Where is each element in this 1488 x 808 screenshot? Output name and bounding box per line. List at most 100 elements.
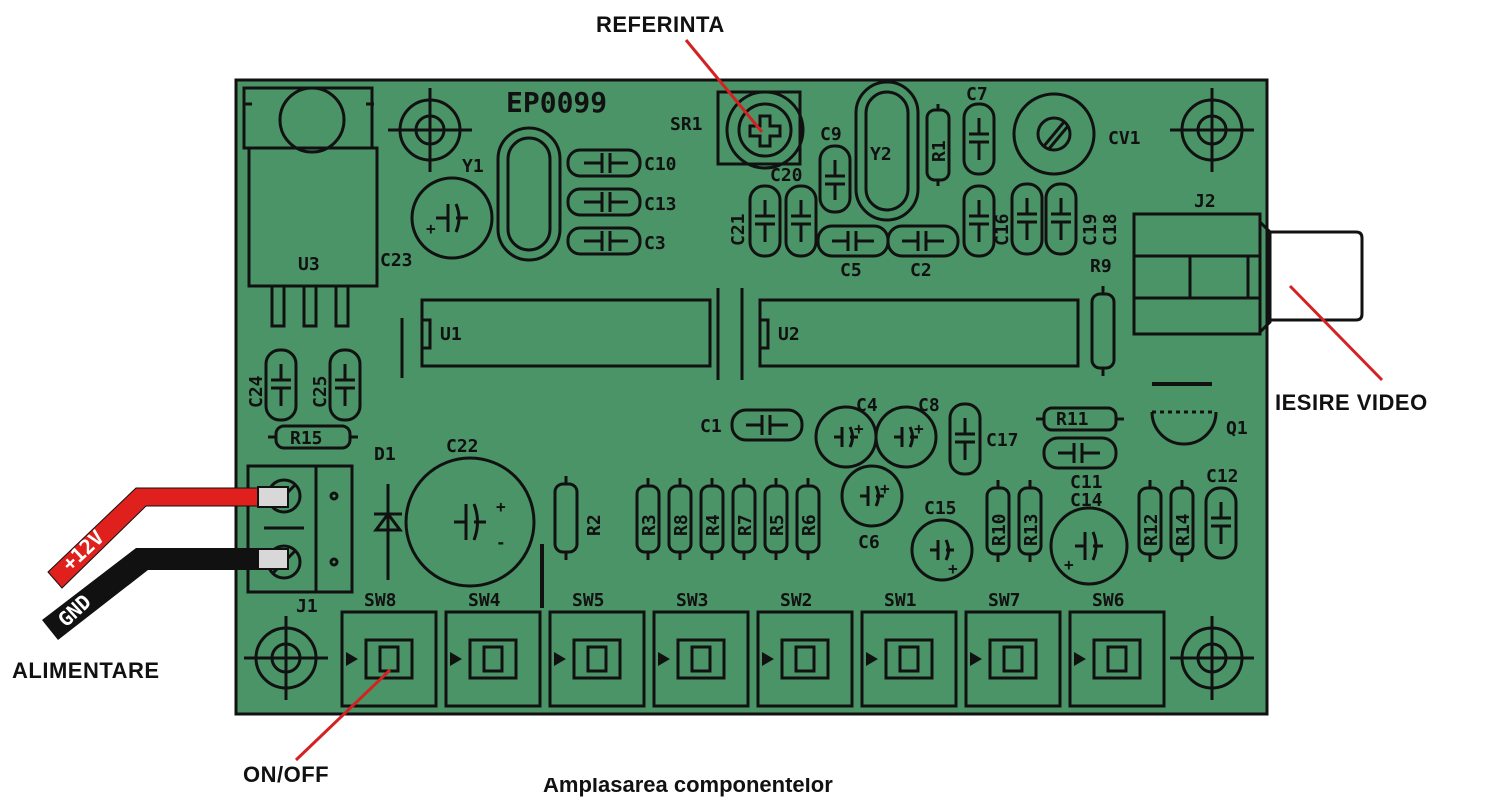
- label-c22: C22: [446, 436, 479, 457]
- mount-hole-bottom-right: [1170, 616, 1254, 700]
- resistor-row-r3-r6: [635, 478, 821, 560]
- label-c4: C4: [856, 395, 878, 416]
- label-r3: R3: [639, 514, 660, 536]
- label-c19: C19: [1080, 213, 1101, 246]
- alimentare-callout: ALIMENTARE: [12, 658, 160, 683]
- svg-text:+: +: [496, 497, 506, 516]
- r12-resistor: [1137, 480, 1163, 562]
- svg-text:+: +: [1064, 555, 1074, 574]
- label-r9: R9: [1090, 256, 1112, 277]
- label-r1: R1: [929, 140, 950, 162]
- c16-capacitor: [962, 184, 996, 258]
- label-r2: R2: [584, 514, 605, 536]
- label-y2: Y2: [870, 144, 892, 165]
- label-cv1: CV1: [1108, 128, 1141, 149]
- label-c6: C6: [858, 532, 880, 553]
- mount-hole-top-right: [1170, 88, 1254, 172]
- svg-text:-: -: [496, 533, 506, 552]
- on-off-pointer: [294, 668, 392, 762]
- c15-capacitor: [910, 518, 974, 582]
- label-c9: C9: [820, 124, 842, 145]
- label-c23: C23: [380, 250, 413, 271]
- label-c3: C3: [644, 233, 666, 254]
- c14-capacitor: [1049, 506, 1129, 586]
- label-c20: C20: [770, 165, 803, 186]
- label-c2: C2: [910, 260, 932, 281]
- c18-capacitor: [1044, 182, 1078, 256]
- label-r15: R15: [290, 428, 323, 449]
- label-y1: Y1: [462, 156, 484, 177]
- label-r14: R14: [1173, 513, 1194, 546]
- label-q1: Q1: [1226, 418, 1248, 439]
- label-r12: R12: [1141, 513, 1162, 546]
- on-off-callout: ON/OFF: [243, 762, 330, 787]
- label-sr1: SR1: [670, 114, 703, 135]
- y2-crystal: [854, 80, 920, 222]
- label-sw2: SW2: [780, 590, 813, 611]
- label-sw3: SW3: [676, 590, 709, 611]
- iesire-video-callout: IESIRE VIDEO: [1275, 390, 1428, 415]
- switch-row: [340, 610, 1166, 708]
- label-c11: C11: [1070, 472, 1103, 493]
- figure-caption-text: Amplasarea componentelor: [543, 778, 833, 797]
- u1-ic: [400, 298, 712, 378]
- sr1-trimmer: [716, 90, 805, 170]
- label-sw7: SW7: [988, 590, 1021, 611]
- c19-capacitor: [1010, 182, 1044, 256]
- label-r10: R10: [989, 513, 1010, 546]
- label-c15: C15: [924, 498, 957, 519]
- c11-capacitor: [1042, 436, 1118, 470]
- label-c24: C24: [246, 375, 267, 408]
- r11-resistor: [1036, 406, 1124, 432]
- label-c18: C18: [1100, 213, 1121, 246]
- c7-capacitor: [962, 102, 996, 176]
- figure-caption: Amplasarea componentelor: [543, 778, 963, 803]
- label-r13: R13: [1021, 513, 1042, 546]
- label-c10: C10: [644, 154, 677, 175]
- c2-capacitor: [886, 224, 960, 258]
- c21-capacitor: [748, 184, 782, 258]
- label-d1: D1: [374, 444, 396, 465]
- referinta-pointer: [684, 39, 764, 133]
- label-c21: C21: [728, 213, 749, 246]
- iesire-video-pointer: [1288, 284, 1384, 382]
- c9-capacitor: [818, 144, 852, 214]
- label-r11: R11: [1056, 409, 1089, 430]
- c25-capacitor: [328, 348, 362, 422]
- c10-capacitor: [566, 148, 642, 178]
- label-c1: C1: [700, 416, 722, 437]
- r1-resistor: [925, 104, 951, 186]
- label-c13: C13: [644, 194, 677, 215]
- r9-resistor: [1090, 286, 1116, 376]
- q1-transistor: [1150, 382, 1218, 446]
- mount-hole-bottom-left: [244, 616, 328, 700]
- svg-text:+: +: [880, 479, 890, 498]
- c1-capacitor: [730, 408, 804, 442]
- label-sw1: SW1: [884, 590, 917, 611]
- label-c8: C8: [918, 395, 940, 416]
- c23-capacitor: [410, 176, 494, 260]
- board-name: EP0099: [506, 86, 607, 119]
- label-sw8: SW8: [364, 590, 397, 611]
- pcb-board: [234, 78, 1269, 716]
- label-sw6: SW6: [1092, 590, 1125, 611]
- c22-capacitor: [404, 456, 544, 608]
- label-r7: R7: [735, 514, 756, 536]
- label-c7: C7: [966, 84, 988, 105]
- c12-capacitor: [1204, 486, 1238, 560]
- label-u3: U3: [298, 254, 320, 275]
- c13-capacitor: [566, 187, 642, 217]
- j2-rca-connector: [1132, 212, 1364, 336]
- label-j2: J2: [1194, 191, 1216, 212]
- c8-capacitor: [874, 405, 938, 469]
- label-c12: C12: [1206, 466, 1239, 487]
- power-wires: [42, 486, 289, 640]
- c3-capacitor: [566, 226, 642, 256]
- c20-capacitor: [784, 184, 818, 258]
- label-u2: U2: [778, 324, 800, 345]
- svg-text:+: +: [948, 559, 958, 578]
- c24-capacitor: [264, 348, 298, 422]
- svg-text:+: +: [426, 219, 436, 238]
